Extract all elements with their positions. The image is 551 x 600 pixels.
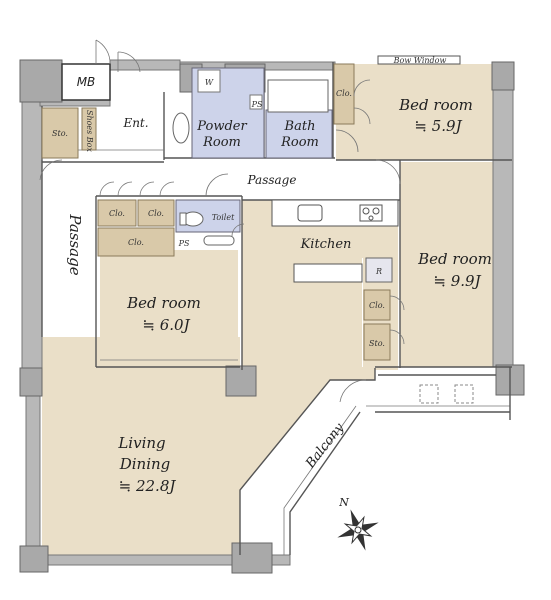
- powder-room-label-1: Powder: [196, 119, 247, 134]
- bedroom-5-floor: [336, 60, 495, 160]
- living-label-1: Living: [117, 434, 165, 452]
- sto-bed2-label: Sto.: [369, 339, 385, 348]
- living-label-2: Dining: [119, 455, 171, 473]
- bathtub-icon: [267, 79, 329, 113]
- stove-icon: [359, 204, 383, 222]
- bath-room-area: [265, 109, 333, 159]
- ps-top-box: [249, 94, 263, 110]
- living-dining-floor: [42, 337, 375, 555]
- doors: [39, 39, 461, 403]
- sto-bed2-box: [363, 323, 391, 361]
- clo-bed2-label: Clo.: [369, 301, 385, 310]
- pillar-top-left: [19, 59, 63, 103]
- clo-bed2-box: [363, 289, 391, 321]
- clo-b-box: [137, 199, 175, 227]
- top-wall-ent: [109, 59, 181, 71]
- interior-walls: [41, 62, 512, 370]
- labels: MB Ent. Sto. Shoes Box W PS Powder Room …: [52, 56, 492, 509]
- sto-entrance-box: [41, 107, 79, 159]
- bow-window-label: Bow Window: [393, 56, 447, 65]
- passage-top-label: Passage: [247, 173, 297, 187]
- mb-box: [61, 63, 111, 101]
- shoes-box-label: Shoes Box: [85, 110, 94, 153]
- hand-basin-icon: [203, 235, 235, 246]
- north-compass: [337, 509, 379, 551]
- bed1-name: Bed room: [398, 96, 473, 114]
- clo-b-label: Clo.: [148, 209, 164, 218]
- balcony-label: Balcony: [303, 420, 348, 472]
- sink-icon: [172, 112, 190, 144]
- ac-unit-1: [419, 384, 439, 404]
- kitchen-floor: [242, 200, 398, 370]
- bed1-size: ≒ 5.9J: [414, 117, 462, 135]
- kitchen-island: [293, 263, 363, 283]
- pillar-top-right: [491, 61, 515, 91]
- pillar-mid-left: [19, 367, 43, 397]
- r-label: R: [375, 267, 382, 276]
- ps-top-label: PS: [251, 100, 263, 109]
- bath-room-label-2: Room: [280, 135, 319, 150]
- left-wall-upper: [21, 69, 43, 371]
- bed3-name: Bed room: [126, 294, 201, 312]
- w-label: W: [205, 78, 214, 87]
- ent-label: Ent.: [122, 116, 148, 130]
- blocks: [41, 63, 393, 361]
- clo-c-label: Clo.: [128, 238, 144, 247]
- left-wall-lower: [25, 369, 41, 559]
- ps-mid-label: PS: [178, 239, 190, 248]
- kitchen-counter: [271, 199, 399, 283]
- ac-unit-2: [454, 384, 474, 404]
- bed3-size: ≒ 6.0J: [142, 316, 190, 334]
- shoes-box: [81, 107, 97, 151]
- north-label: N: [338, 496, 349, 509]
- clo-a-box: [97, 199, 137, 227]
- clo-bed1-label: Clo.: [336, 89, 352, 98]
- pillar-center: [225, 365, 257, 397]
- bed2-size: ≒ 9.9J: [433, 272, 481, 290]
- sto-entrance-label: Sto.: [52, 129, 68, 138]
- bedroom-6-floor: [100, 250, 238, 365]
- powder-room-label-2: Room: [202, 135, 241, 150]
- balcony: [239, 367, 511, 555]
- pillar-bottom-left: [19, 545, 49, 573]
- right-wall: [492, 61, 514, 368]
- kitchen-sink-icon: [297, 204, 323, 222]
- bath-room-label-1: Bath: [284, 119, 316, 134]
- bow-window-box: [377, 55, 461, 65]
- living-size: ≒ 22.8J: [119, 477, 177, 495]
- passage-left-label: Passage: [66, 213, 84, 275]
- clo-c-box: [97, 227, 175, 257]
- toilet-label: Toilet: [212, 213, 235, 222]
- pillar-bottom-mid: [231, 542, 273, 574]
- clo-a-label: Clo.: [109, 209, 125, 218]
- bed2-name: Bed room: [417, 250, 492, 268]
- washer-box: [197, 69, 221, 93]
- refrigerator-box: [365, 257, 393, 283]
- kitchen-label: Kitchen: [300, 237, 352, 252]
- mb-label: MB: [77, 75, 96, 89]
